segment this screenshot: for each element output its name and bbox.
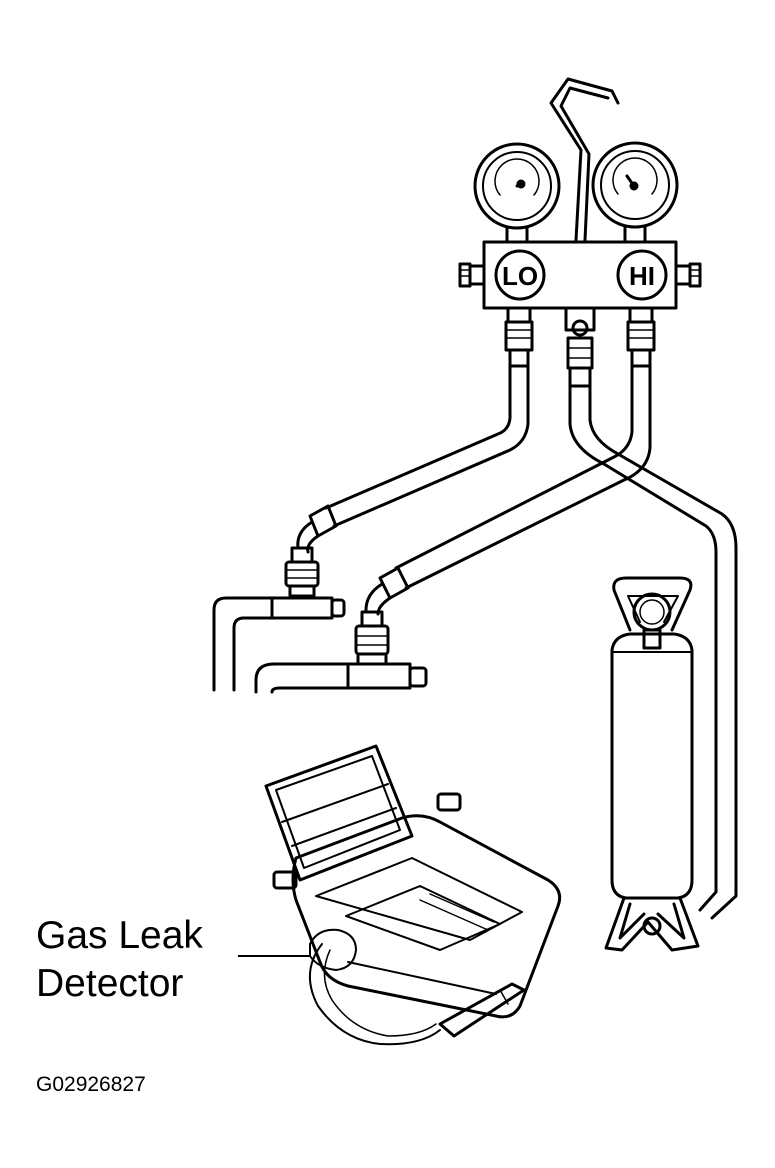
manifold-block <box>458 240 702 310</box>
callout-label-line-2: Detector <box>36 962 184 1005</box>
refrigerant-cylinder <box>604 576 700 952</box>
low-side-coupler <box>212 546 346 692</box>
high-side-coupler <box>254 610 428 694</box>
gas-leak-detector <box>264 744 562 1046</box>
high-pressure-gauge <box>591 141 679 244</box>
low-pressure-gauge <box>473 142 561 244</box>
callout-leader-line <box>238 955 310 957</box>
manifold-ports <box>504 306 656 388</box>
charging-hose <box>568 384 738 920</box>
high-side-hose <box>364 364 652 616</box>
figure-code: G02926827 <box>36 1073 146 1096</box>
low-side-knob-label: LO <box>502 261 538 291</box>
low-side-hose <box>296 364 530 554</box>
hanging-hook <box>549 77 620 242</box>
high-side-knob-label: HI <box>629 261 655 291</box>
callout-label-line-1: Gas Leak <box>36 914 203 957</box>
